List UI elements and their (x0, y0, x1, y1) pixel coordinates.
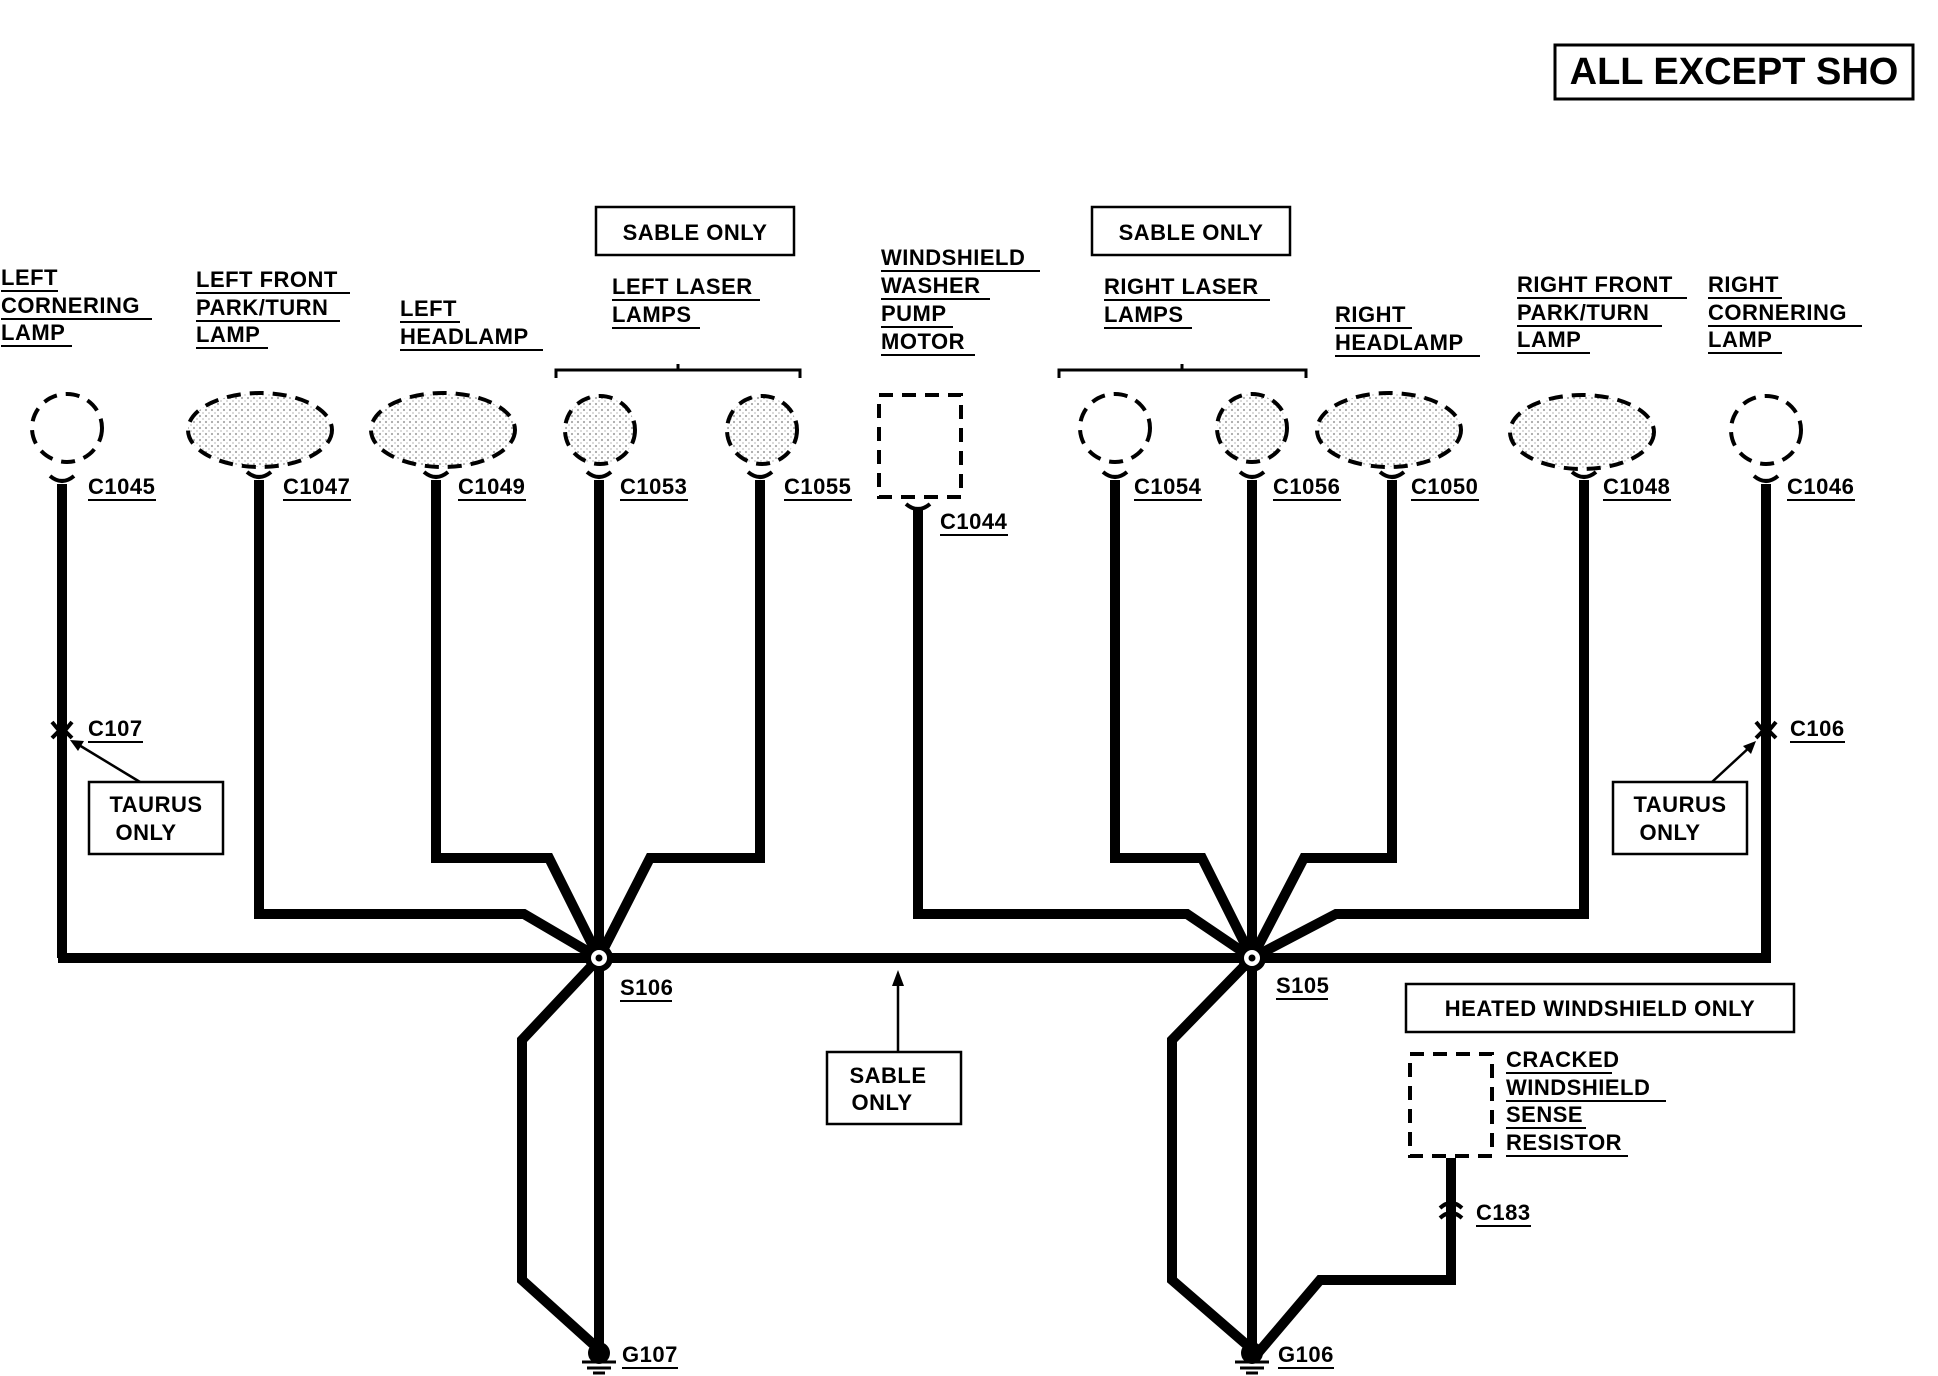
connector-c1054-label: C1054 (1134, 474, 1202, 499)
note-sable-only-center: SABLE ONLY (825, 970, 963, 1126)
splice-s106: S106 (585, 944, 673, 1002)
label-line: LEFT FRONT (196, 267, 338, 292)
label-line: RIGHT (1335, 302, 1406, 327)
label-line: MOTOR (881, 329, 965, 354)
note-text: SABLE ONLY (1119, 220, 1264, 245)
left-front-park-turn-lamp-icon (186, 391, 334, 469)
right-headlamp-icon (1315, 391, 1463, 469)
note-text: HEATED WINDSHIELD ONLY (1445, 996, 1755, 1021)
label-line: LEFT LASER (612, 274, 753, 299)
note-taurus-only-right: TAURUS ONLY (1611, 741, 1756, 856)
label-right-headlamp: RIGHT HEADLAMP (1335, 302, 1480, 357)
note-sable-only-right: SABLE ONLY (1090, 205, 1292, 257)
ground-g106-label: G106 (1278, 1342, 1334, 1367)
inline-connector-c107-symbol (50, 720, 74, 740)
connector-labels: C1045 C1047 C1049 C1053 C1055 C1044 C105… (88, 474, 1855, 1227)
label-line: LAMP (1517, 327, 1581, 352)
note-text: SABLE ONLY (623, 220, 768, 245)
note-text: TAURUS (1633, 792, 1726, 817)
windshield-washer-pump-motor-icon (877, 393, 963, 499)
right-laser-lamp-2-icon (1215, 392, 1289, 464)
label-right-laser-lamps: RIGHT LASER LAMPS (1104, 274, 1270, 329)
label-line: RIGHT (1708, 272, 1779, 297)
note-sable-only-left: SABLE ONLY (594, 205, 796, 257)
connector-c1047-label: C1047 (283, 474, 350, 499)
note-heated-windshield-only: HEATED WINDSHIELD ONLY (1404, 982, 1796, 1034)
label-line: CORNERING (1, 293, 140, 318)
label-line: LAMPS (612, 302, 692, 327)
splice-s106-label: S106 (620, 975, 673, 1000)
label-line: PARK/TURN (196, 295, 328, 320)
label-right-cornering-lamp: RIGHT CORNERING LAMP (1708, 272, 1862, 354)
label-line: CRACKED (1506, 1047, 1620, 1072)
left-cornering-lamp-icon (30, 392, 104, 464)
connector-c106-label: C106 (1790, 716, 1845, 741)
note-text: ONLY (115, 820, 176, 845)
cracked-windshield-sense-resistor-icon (1408, 1052, 1494, 1158)
label-line: SENSE (1506, 1102, 1583, 1127)
connector-c107-label: C107 (88, 716, 143, 741)
connector-c1050-label: C1050 (1411, 474, 1478, 499)
label-line: WASHER (881, 273, 981, 298)
splice-s105-label: S105 (1276, 973, 1329, 998)
label-line: LAMP (196, 322, 260, 347)
label-left-front-park-turn-lamp: LEFT FRONT PARK/TURN LAMP (196, 267, 350, 349)
label-left-headlamp: LEFT HEADLAMP (400, 296, 543, 351)
connector-c183-label: C183 (1476, 1200, 1531, 1225)
connector-c1049-label: C1049 (458, 474, 525, 499)
right-laser-lamp-1-icon (1078, 392, 1152, 464)
connector-c1055-label: C1055 (784, 474, 851, 499)
label-left-laser-lamps: LEFT LASER LAMPS (612, 274, 760, 329)
ground-g107-label: G107 (622, 1342, 678, 1367)
left-laser-bracket (554, 364, 802, 378)
label-line: RIGHT FRONT (1517, 272, 1673, 297)
label-line: HEADLAMP (400, 324, 529, 349)
label-left-cornering-lamp: LEFT CORNERING LAMP (1, 265, 152, 347)
label-windshield-washer-pump-motor: WINDSHIELD WASHER PUMP MOTOR (881, 245, 1040, 356)
label-line: LAMP (1708, 327, 1772, 352)
note-text: SABLE (849, 1063, 926, 1088)
label-line: WINDSHIELD (1506, 1075, 1650, 1100)
connector-c1044-label: C1044 (940, 509, 1008, 534)
connector-c1046-label: C1046 (1787, 474, 1854, 499)
label-line: LEFT (400, 296, 457, 321)
connector-c1048-label: C1048 (1603, 474, 1670, 499)
label-line: PARK/TURN (1517, 300, 1649, 325)
wiring (57, 480, 1771, 1364)
label-line: LAMPS (1104, 302, 1184, 327)
label-line: WINDSHIELD (881, 245, 1025, 270)
note-taurus-only-left: TAURUS ONLY (70, 740, 225, 856)
note-text: TAURUS (109, 792, 202, 817)
label-line: LEFT (1, 265, 58, 290)
label-right-front-park-turn-lamp: RIGHT FRONT PARK/TURN LAMP (1517, 272, 1687, 354)
label-line: RESISTOR (1506, 1130, 1622, 1155)
note-text: ONLY (851, 1090, 912, 1115)
header-box: ALL EXCEPT SHO (1553, 43, 1915, 101)
label-line: HEADLAMP (1335, 330, 1464, 355)
left-headlamp-icon (369, 391, 517, 469)
connector-c1053-label: C1053 (620, 474, 687, 499)
connector-c1045-label: C1045 (88, 474, 155, 499)
label-line: CORNERING (1708, 300, 1847, 325)
label-line: RIGHT LASER (1104, 274, 1259, 299)
left-laser-lamp-1-icon (563, 394, 637, 466)
label-cracked-windshield-sense-resistor: CRACKED WINDSHIELD SENSE RESISTOR (1506, 1047, 1666, 1157)
ground-g107: G107 (582, 1342, 678, 1375)
inline-connector-c106-symbol (1754, 720, 1778, 740)
ground-g106: G106 (1235, 1342, 1334, 1375)
header-title: ALL EXCEPT SHO (1570, 51, 1899, 93)
right-front-park-turn-lamp-icon (1508, 393, 1656, 471)
note-text: ONLY (1639, 820, 1700, 845)
label-line: PUMP (881, 301, 947, 326)
right-laser-bracket (1057, 364, 1308, 378)
right-cornering-lamp-icon (1729, 394, 1803, 466)
left-laser-lamp-2-icon (725, 394, 799, 466)
label-line: LAMP (1, 320, 65, 345)
inline-connector-c183-symbol (1438, 1201, 1464, 1220)
connector-c1056-label: C1056 (1273, 474, 1340, 499)
connector-terminals (48, 470, 1780, 511)
splice-s105: S105 (1238, 944, 1329, 1000)
